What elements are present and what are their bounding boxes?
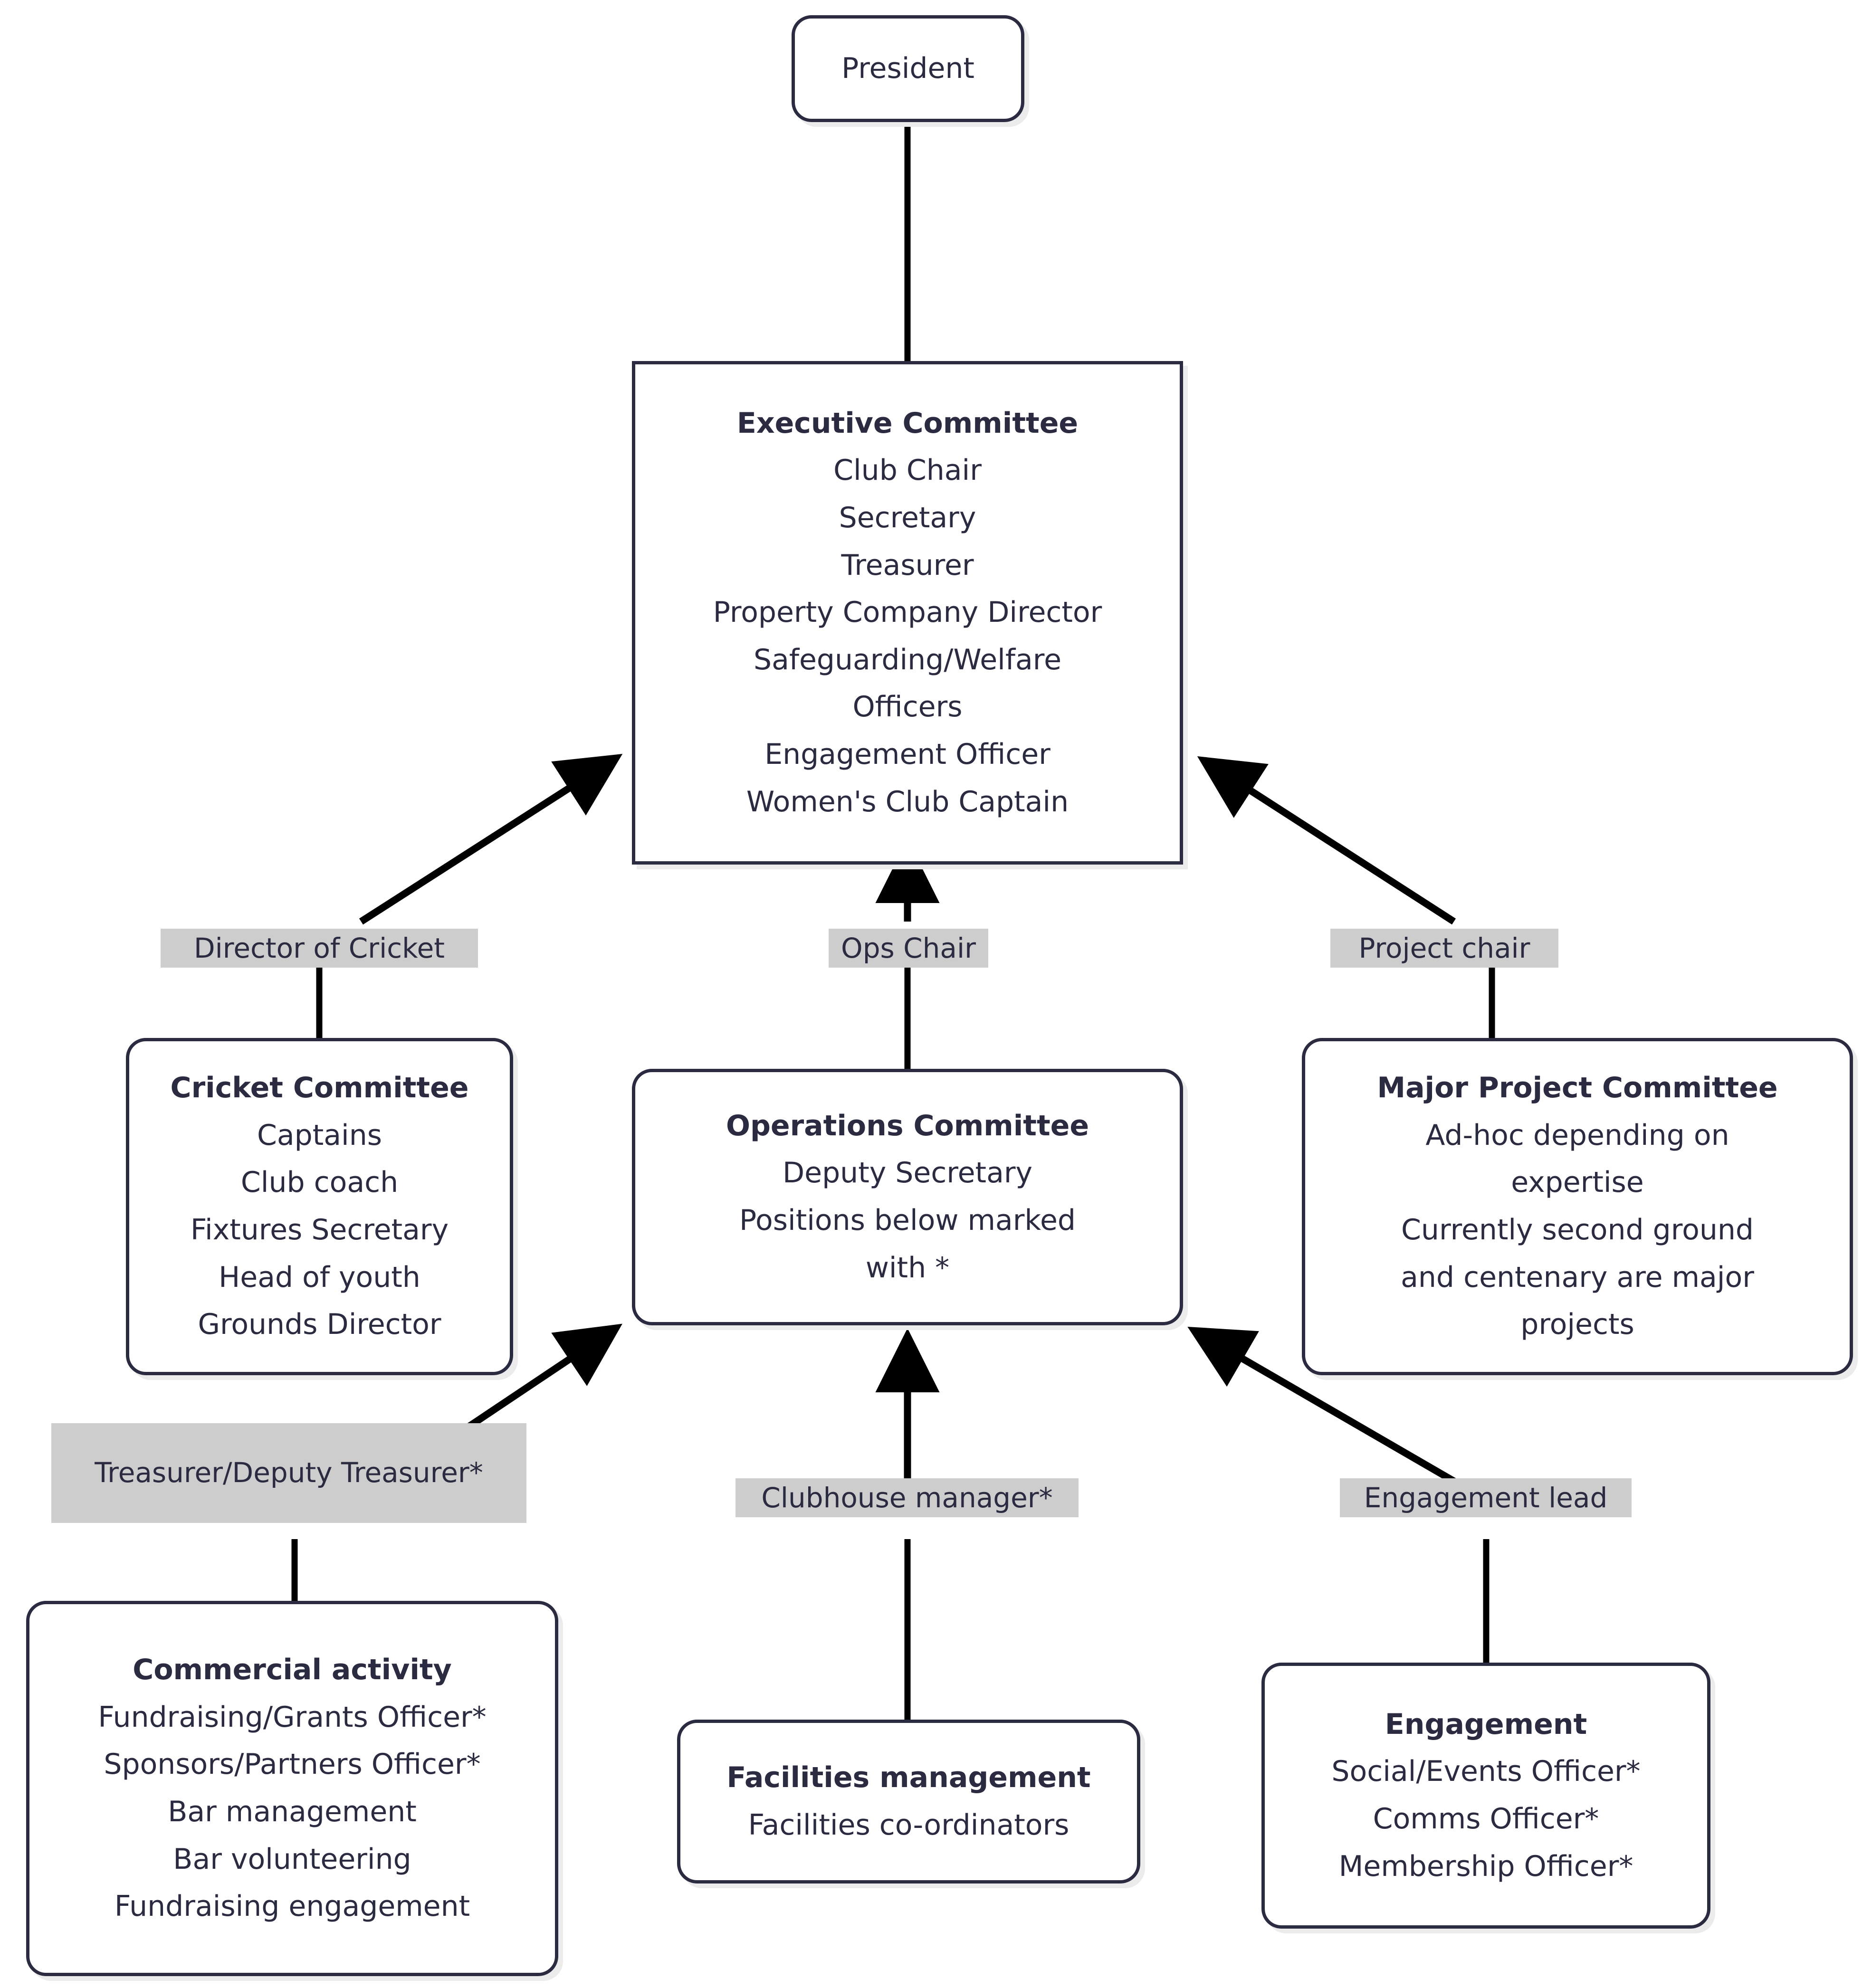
facilities-management-role: Facilities co-ordinators [748, 1808, 1070, 1842]
edge-label-project-chair: Project chair [1330, 929, 1558, 968]
facilities-management-title: Facilities management [726, 1760, 1091, 1794]
commercial-activity-role: Fundraising engagement [114, 1890, 470, 1923]
node-president[interactable]: President [792, 15, 1024, 122]
major-project-committee-title: Major Project Committee [1377, 1071, 1778, 1105]
executive-committee-role: Property Company Director [713, 596, 1102, 629]
node-facilities-management[interactable]: Facilities management Facilities co-ordi… [677, 1720, 1140, 1883]
node-operations-committee[interactable]: Operations Committee Deputy Secretary Po… [632, 1069, 1183, 1325]
cricket-committee-role: Fixtures Secretary [190, 1213, 449, 1246]
major-project-committee-note: Ad-hoc depending on expertise [1425, 1118, 1729, 1199]
executive-committee-role: Women's Club Captain [746, 785, 1069, 818]
executive-committee-role: Treasurer [841, 548, 974, 582]
executive-committee-role: Officers [852, 690, 963, 724]
cricket-committee-role: Club coach [240, 1166, 399, 1199]
operations-committee-role: Deputy Secretary [782, 1156, 1033, 1190]
engagement-role: Membership Officer* [1338, 1849, 1633, 1883]
president-label: President [841, 51, 974, 85]
cricket-committee-role: Grounds Director [198, 1308, 441, 1341]
node-cricket-committee[interactable]: Cricket Committee Captains Club coach Fi… [126, 1038, 513, 1375]
engagement-role: Comms Officer* [1373, 1802, 1599, 1836]
edge-cricket-to-executive [359, 754, 623, 925]
node-major-project-committee[interactable]: Major Project Committee Ad-hoc depending… [1302, 1038, 1853, 1375]
operations-committee-title: Operations Committee [726, 1109, 1089, 1142]
commercial-activity-role: Sponsors/Partners Officer* [104, 1748, 481, 1781]
edge-label-ops-chair: Ops Chair [829, 929, 988, 968]
node-executive-committee[interactable]: Executive Committee Club Chair Secretary… [632, 361, 1183, 865]
executive-committee-role: Safeguarding/Welfare [753, 643, 1062, 676]
edge-label-director-of-cricket: Director of Cricket [161, 929, 478, 968]
executive-committee-role: Secretary [839, 501, 976, 535]
cricket-committee-role: Captains [257, 1118, 382, 1152]
cricket-committee-role: Head of youth [219, 1260, 420, 1294]
operations-committee-note: Positions below marked with * [739, 1204, 1076, 1284]
edge-label-clubhouse-manager: Clubhouse manager* [735, 1478, 1079, 1517]
edge-label-engagement-lead: Engagement lead [1340, 1478, 1632, 1517]
commercial-activity-role: Bar volunteering [173, 1842, 411, 1876]
executive-committee-title: Executive Committee [736, 406, 1079, 440]
commercial-activity-role: Bar management [168, 1795, 417, 1828]
commercial-activity-role: Fundraising/Grants Officer* [98, 1700, 487, 1734]
engagement-title: Engagement [1385, 1707, 1587, 1741]
node-commercial-activity[interactable]: Commercial activity Fundraising/Grants O… [26, 1601, 558, 1976]
engagement-role: Social/Events Officer* [1331, 1755, 1641, 1788]
commercial-activity-title: Commercial activity [133, 1653, 452, 1687]
executive-committee-role: Engagement Officer [764, 737, 1051, 771]
executive-committee-role: Club Chair [833, 454, 982, 487]
edge-project-to-executive [1197, 756, 1456, 925]
edge-label-treasurer-deputy: Treasurer/Deputy Treasurer* [51, 1423, 526, 1523]
node-engagement[interactable]: Engagement Social/Events Officer* Comms … [1261, 1663, 1710, 1929]
major-project-committee-note: Currently second ground and centenary ar… [1401, 1213, 1754, 1341]
cricket-committee-title: Cricket Committee [170, 1071, 469, 1105]
